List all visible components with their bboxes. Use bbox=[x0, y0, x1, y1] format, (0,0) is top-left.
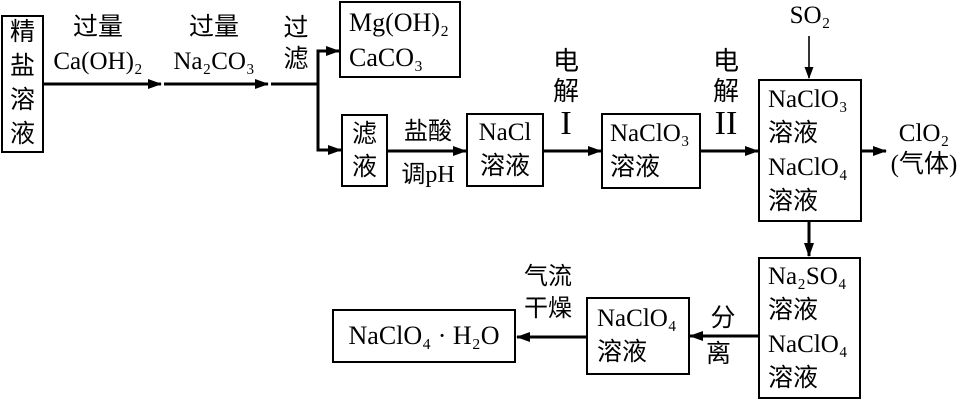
box-text-line: 溶液 bbox=[610, 154, 661, 181]
box-text: NaClO₄ · H₂O bbox=[348, 321, 500, 350]
label-separate: 分离 bbox=[686, 298, 760, 370]
label-line: Na₂CO₃ bbox=[173, 48, 255, 75]
box-text-line: 溶液 bbox=[768, 297, 819, 324]
box-text: 精盐溶液 bbox=[9, 19, 35, 148]
label-text: SO₂ bbox=[789, 2, 831, 29]
label-line: 过量 bbox=[188, 14, 239, 41]
box-refined-salt-solution: 精盐溶液 bbox=[1, 15, 44, 153]
label-roman-numeral: I bbox=[560, 105, 572, 142]
box-precipitate-mgoh2-caco3: Mg(OH)₂ CaCO₃ bbox=[339, 1, 461, 78]
box-filtrate: 滤液 bbox=[341, 114, 388, 187]
box-text-line: NaClO₄ bbox=[768, 331, 848, 358]
label-text: 过滤 bbox=[283, 15, 309, 73]
box-text-line: 溶液 bbox=[768, 365, 819, 392]
label-line: Ca(OH)₂ bbox=[53, 48, 143, 75]
box-text-line: Mg(OH)₂ bbox=[349, 7, 450, 37]
label-line: 干燥 bbox=[524, 296, 572, 322]
label-line: 解 bbox=[712, 77, 739, 106]
label-electrolysis-1: 电 解 I bbox=[544, 47, 588, 142]
label-adjust-ph: 调pH bbox=[388, 154, 468, 189]
label-text: 盐酸 bbox=[404, 119, 452, 145]
label-roman-numeral: II bbox=[714, 105, 738, 142]
box-text: 滤液 bbox=[351, 120, 377, 181]
label-so2-input: SO₂ bbox=[780, 2, 840, 30]
label-line: 电 bbox=[712, 47, 739, 76]
label-filter: 过滤 bbox=[280, 13, 312, 75]
label-line: ClO₂ bbox=[898, 120, 950, 147]
label-line: 电 bbox=[552, 47, 579, 76]
box-naclo3-naclo4-solution: NaClO₃ 溶液 NaClO₄ 溶液 bbox=[758, 79, 862, 222]
label-text: 调pH bbox=[401, 162, 455, 188]
label-text: 分离 bbox=[705, 305, 745, 368]
label-line: 气流 bbox=[524, 264, 572, 290]
box-text-line: 溶液 bbox=[479, 153, 530, 180]
box-product-naclo4-h2o: NaClO₄ · H₂O bbox=[332, 309, 516, 363]
label-line: 解 bbox=[552, 77, 579, 106]
box-text-line: 溶液 bbox=[597, 339, 648, 366]
label-excess-na2co3: 过量 Na₂CO₃ bbox=[158, 11, 270, 79]
box-text-line: Na₂SO₄ bbox=[768, 263, 847, 290]
box-nacl-solution: NaCl 溶液 bbox=[466, 113, 544, 187]
box-text-line: 溶液 bbox=[768, 119, 819, 147]
box-naclo3-solution: NaClO₃ 溶液 bbox=[601, 113, 701, 189]
box-text-line: 溶液 bbox=[768, 187, 819, 215]
label-air-stream-drying: 气流 干燥 bbox=[512, 261, 584, 325]
label-line: (气体) bbox=[890, 151, 958, 178]
label-line: 过量 bbox=[72, 14, 123, 41]
box-text-line: NaClO₃ bbox=[610, 120, 690, 147]
box-text-line: NaClO₃ bbox=[768, 85, 848, 113]
box-text-line: CaCO₃ bbox=[349, 42, 424, 72]
box-text-line: NaClO₄ bbox=[768, 153, 848, 181]
box-text-line: NaClO₄ bbox=[597, 305, 677, 332]
label-excess-caoh2: 过量 Ca(OH)₂ bbox=[40, 11, 156, 79]
label-hydrochloric-acid: 盐酸 bbox=[390, 111, 466, 146]
box-na2so4-naclo4-solution: Na₂SO₄ 溶液 NaClO₄ 溶液 bbox=[758, 257, 861, 399]
box-text-line: NaCl bbox=[478, 119, 532, 146]
box-naclo4-solution: NaClO₄ 溶液 bbox=[586, 297, 690, 375]
label-electrolysis-2: 电 解 II bbox=[704, 47, 748, 142]
label-clo2-gas-output: ClO₂ (气体) bbox=[880, 118, 967, 180]
